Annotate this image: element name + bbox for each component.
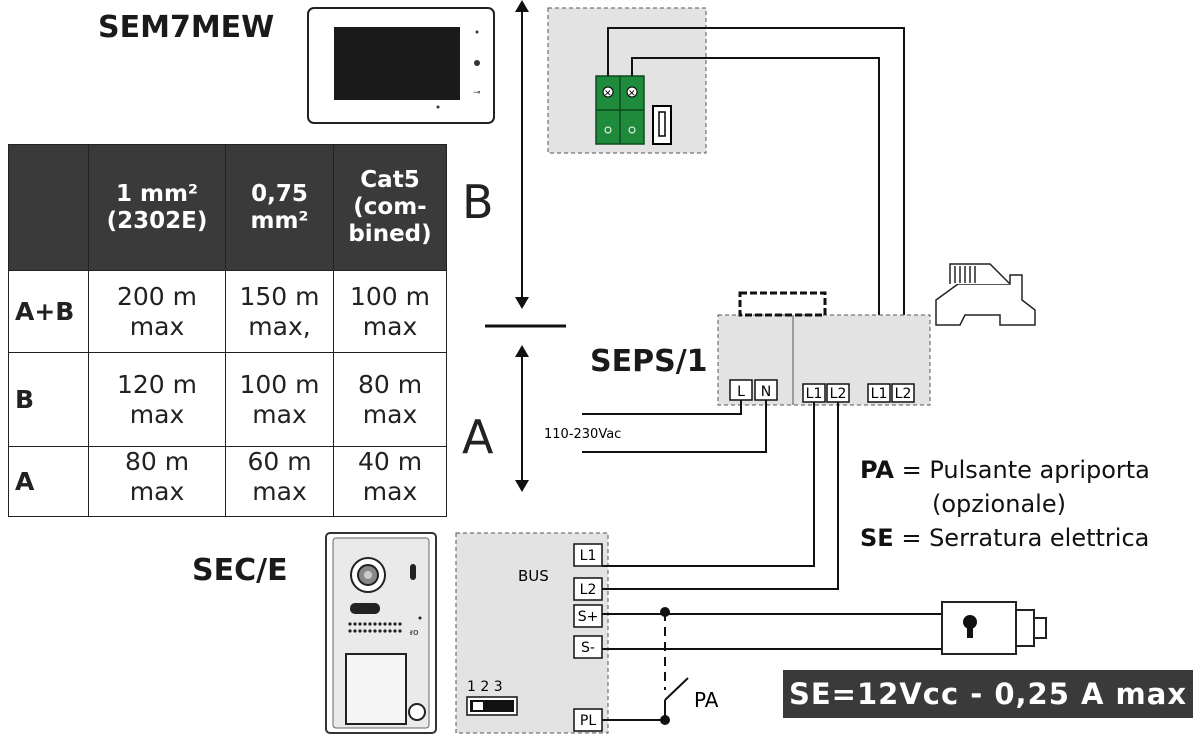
pa-switch-label: PA — [694, 688, 719, 712]
ps-terminal-l1-in: L1 — [871, 386, 888, 402]
table-header-empty — [8, 144, 89, 271]
lock-icon — [474, 60, 480, 66]
name-tag-button — [345, 653, 407, 725]
monitor-title: SEM7MEW — [98, 10, 275, 45]
svg-text:✕: ✕ — [604, 89, 612, 99]
segment-label-b: B — [462, 175, 494, 229]
ps-terminal-n: N — [761, 384, 771, 400]
power-supply-title: SEPS/1 — [590, 344, 708, 379]
legend-pa: PA = Pulsante apriporta — [860, 456, 1150, 484]
table-header-cat5: Cat5(com-bined) — [333, 144, 447, 271]
pa-switch — [664, 677, 689, 701]
power-supply-device: L N L1 L2 L1 L2 — [717, 263, 1036, 406]
ds-terminal-pl: PL — [580, 713, 596, 729]
monitor-terminal-panel: ✕ ✕ — [547, 7, 707, 154]
ds-terminal-l2: L2 — [580, 582, 597, 598]
ps-terminal-l: L — [737, 384, 745, 400]
ps-terminal-l2-out: L2 — [830, 386, 847, 402]
bus-label: BUS — [518, 567, 549, 585]
legend-pa-optional: (opzionale) — [932, 490, 1066, 518]
ds-terminal-l1: L1 — [580, 548, 597, 564]
legend-se: SE = Serratura elettrica — [860, 524, 1150, 552]
ds-terminal-s-minus: S- — [581, 640, 595, 656]
keyhole-icon — [963, 615, 977, 629]
ps-terminal-l1-out: L1 — [806, 386, 823, 402]
table-header-1mm: 1 mm²(2302E) — [88, 144, 226, 271]
ps-terminal-l2-in: L2 — [895, 386, 912, 402]
lock-spec-banner: SE=12Vcc - 0,25 A max — [783, 670, 1193, 718]
legend: PA = Pulsante apriporta (opzionale) SE =… — [860, 453, 1150, 555]
segment-label-a: A — [462, 410, 494, 464]
monitor-device: ⊸ — [307, 7, 495, 124]
door-station-title: SEC/E — [192, 553, 288, 588]
row-label: A — [8, 446, 89, 517]
speaker-icon — [350, 603, 380, 614]
door-station-terminal-panel: BUS L1 L2 S+ S- PL 1 2 3 — [455, 532, 609, 734]
door-station-device: ᵲo — [325, 532, 437, 734]
row-label: A+B — [8, 270, 89, 353]
call-button-icon — [408, 703, 426, 721]
key-icon: ⊸ — [473, 88, 481, 98]
svg-text:✕: ✕ — [628, 89, 636, 99]
dip-switch-label: 1 2 3 — [467, 679, 503, 695]
ds-terminal-s-plus: S+ — [578, 609, 599, 625]
electric-lock — [941, 601, 1047, 655]
status-icons: ᵲo — [409, 628, 419, 638]
mains-label: 110-230Vac — [544, 427, 621, 442]
